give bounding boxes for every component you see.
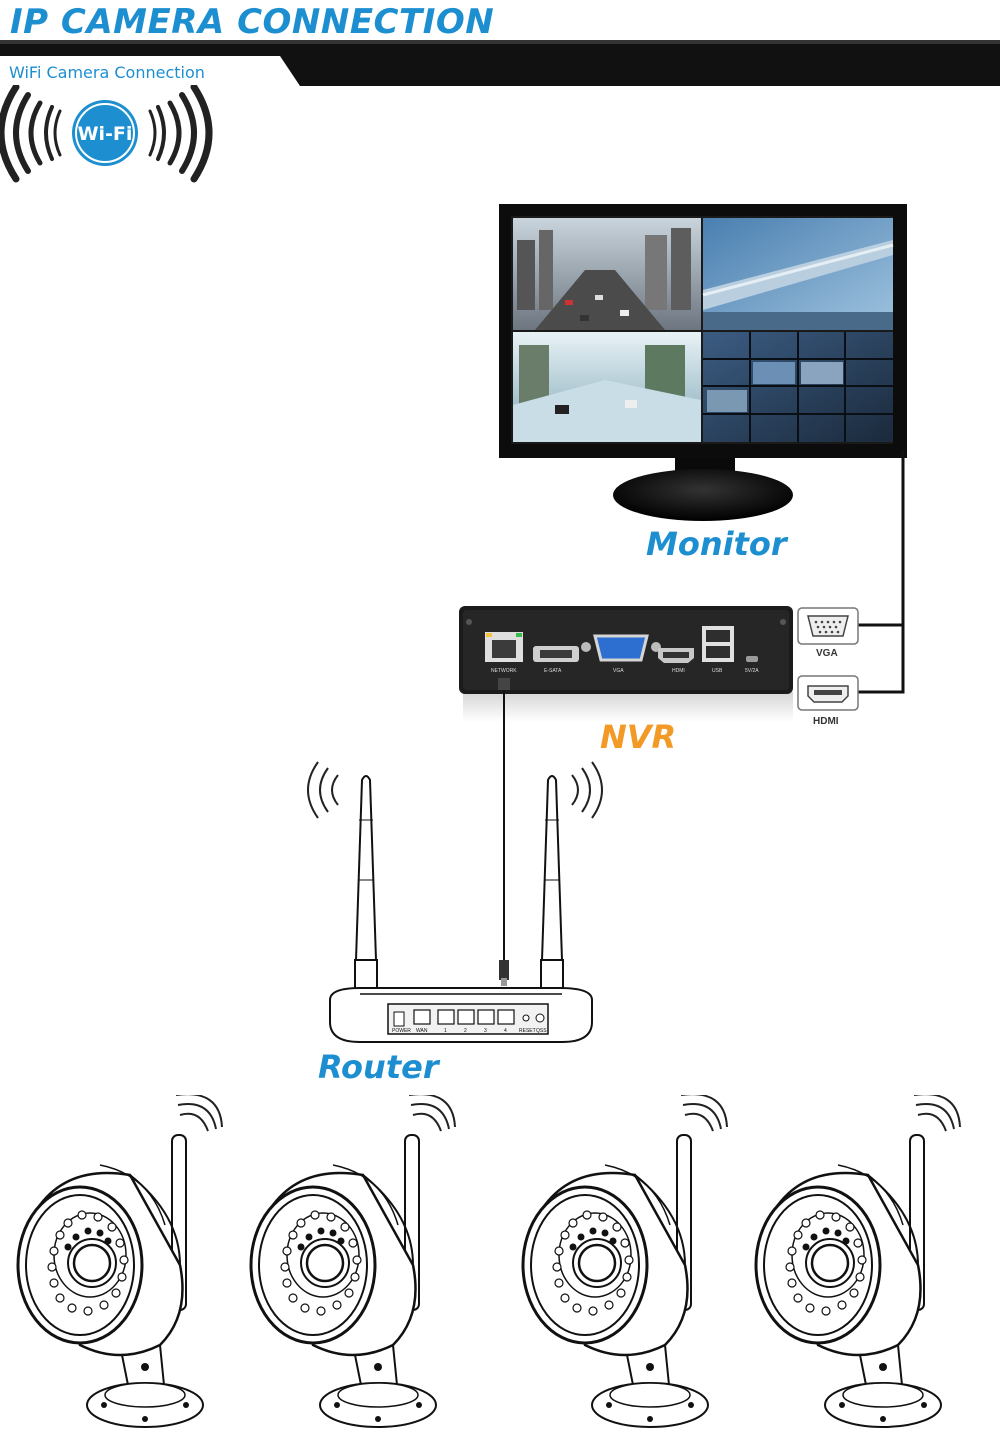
router-port-label: RESET bbox=[519, 1028, 536, 1034]
router-port-label: POWER bbox=[392, 1028, 411, 1034]
router-port-label: 4 bbox=[504, 1028, 507, 1034]
page-subtitle: WiFi Camera Connection bbox=[9, 63, 205, 82]
camera-icon bbox=[754, 1095, 962, 1429]
nvr-port-label: 5V/2A bbox=[745, 668, 759, 674]
monitor-label: Monitor bbox=[646, 525, 787, 563]
router-port-label: QSS bbox=[536, 1028, 547, 1034]
wifi-badge-text: Wi-Fi bbox=[78, 123, 133, 145]
nvr-port-label: NETWORK bbox=[491, 668, 517, 674]
nvr-port-label: USB bbox=[712, 668, 723, 674]
network-cable bbox=[499, 690, 509, 986]
router-icon: POWER WAN 1 2 3 4 RESET QSS bbox=[307, 761, 603, 1043]
camera-icon bbox=[521, 1095, 729, 1429]
router-port-label: 1 bbox=[444, 1028, 447, 1034]
vga-connector-label: VGA bbox=[816, 648, 838, 659]
nvr-label: NVR bbox=[600, 718, 677, 756]
page-title: IP CAMERA CONNECTION bbox=[10, 2, 495, 42]
vga-connector-icon bbox=[797, 607, 859, 645]
nvr-port-label: VGA bbox=[613, 668, 624, 674]
cameras-row bbox=[16, 1095, 962, 1429]
nvr-port-label: HDMI bbox=[672, 668, 685, 674]
nvr-port-label: E-SATA bbox=[544, 668, 562, 674]
nvr-icon: NETWORK E-SATA VGA HDMI USB 5V/2A bbox=[459, 606, 793, 722]
router-label: Router bbox=[318, 1048, 439, 1086]
camera-icon bbox=[249, 1095, 457, 1429]
screen-feed-2 bbox=[702, 218, 894, 330]
camera-icon bbox=[16, 1095, 224, 1429]
antenna-signal-icon bbox=[307, 761, 603, 819]
screen-feed-4 bbox=[703, 332, 893, 442]
hdmi-connector-label: HDMI bbox=[813, 716, 839, 727]
screen-feed-3 bbox=[513, 332, 701, 442]
router-port-label: 2 bbox=[464, 1028, 467, 1034]
cable-connections: VGA HDMI bbox=[797, 450, 905, 727]
router-port-label: 3 bbox=[484, 1028, 487, 1034]
header-banner bbox=[0, 40, 1000, 86]
wifi-icon: Wi-Fi bbox=[0, 85, 213, 183]
hdmi-connector-icon bbox=[797, 675, 859, 711]
monitor-icon bbox=[499, 204, 907, 521]
router-port-label: WAN bbox=[416, 1028, 428, 1034]
screen-feed-1 bbox=[513, 218, 701, 330]
